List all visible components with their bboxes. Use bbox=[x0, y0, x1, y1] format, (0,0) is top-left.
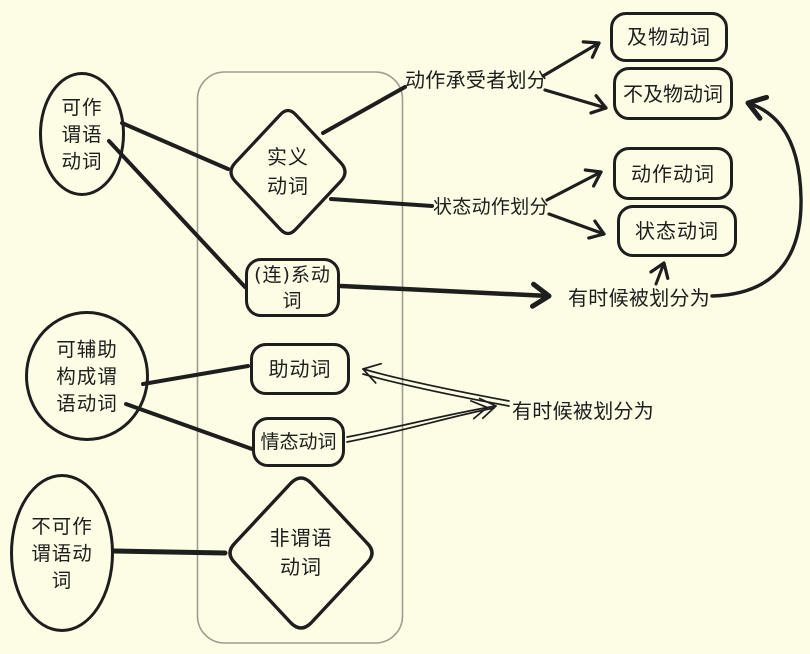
edge-sometimes-to-stative-arrow[interactable] bbox=[649, 261, 670, 286]
edge-receiver-to-transitive-arrow[interactable] bbox=[541, 40, 601, 78]
label-action-receiver-split[interactable]: 动作承受者划分 bbox=[405, 68, 548, 92]
node-helper-predicate-verbs[interactable]: 可辅助 构成谓 语动词 bbox=[25, 311, 149, 441]
edge-notional-to-state-label[interactable] bbox=[329, 197, 434, 208]
edge-receiver-to-intransitive-arrow[interactable] bbox=[543, 88, 608, 115]
edge-notional-to-receiver-label[interactable] bbox=[321, 85, 407, 135]
node-notional-verb-label[interactable]: 实义 动词 bbox=[267, 145, 309, 198]
edge-predicate-to-notional[interactable] bbox=[120, 121, 230, 171]
node-nonfinite-verb-label[interactable]: 非谓语 动词 bbox=[269, 526, 333, 579]
edge-sometimes-to-auxiliary-arrow-line2[interactable] bbox=[362, 373, 510, 407]
node-auxiliary-verb[interactable]: 助动词 bbox=[250, 343, 350, 395]
node-transitive-verb[interactable]: 及物动词 bbox=[610, 12, 728, 62]
node-linking-verb[interactable]: (连)系动 词 bbox=[245, 258, 340, 317]
label-state-action-split[interactable]: 状态动作划分 bbox=[433, 196, 549, 218]
edge-linking-to-sometimes-arrow[interactable] bbox=[338, 281, 552, 309]
edge-nonpredicate-to-nonfinite[interactable] bbox=[111, 548, 228, 556]
group-container-frame[interactable] bbox=[196, 71, 404, 644]
node-stative-verb[interactable]: 状态动词 bbox=[617, 205, 737, 257]
label-sometimes-classified-right[interactable]: 有时候被划分为 bbox=[568, 286, 711, 310]
node-nonfinite-verb-diamond[interactable] bbox=[228, 476, 374, 630]
edge-modal-to-sometimes-arrow[interactable] bbox=[346, 397, 497, 438]
edge-helper-to-auxiliary[interactable] bbox=[141, 364, 250, 386]
node-action-verb[interactable]: 动作动词 bbox=[613, 147, 733, 200]
node-intransitive-verb[interactable]: 不及物动词 bbox=[613, 67, 733, 120]
edge-sometimes-to-auxiliary-arrow[interactable] bbox=[362, 362, 510, 402]
edge-modal-to-sometimes-arrow-line2[interactable] bbox=[346, 407, 495, 443]
node-non-predicate-verbs[interactable]: 不可作 谓语动 词 bbox=[10, 474, 114, 632]
node-predicate-capable-verbs[interactable]: 可作 谓语 动词 bbox=[39, 72, 125, 196]
node-modal-verb[interactable]: 情态动词 bbox=[252, 417, 345, 467]
edge-state-to-action-verb-arrow[interactable] bbox=[545, 168, 603, 202]
edge-predicate-to-linking[interactable] bbox=[107, 139, 247, 289]
edge-sometimes-to-intransitive-curve-arrow[interactable] bbox=[710, 94, 803, 298]
label-sometimes-classified-mid[interactable]: 有时候被划分为 bbox=[512, 399, 655, 423]
node-notional-verb-diamond[interactable] bbox=[229, 108, 347, 236]
edge-state-to-stative-verb-arrow[interactable] bbox=[547, 212, 606, 240]
edge-helper-to-modal[interactable] bbox=[124, 402, 254, 451]
